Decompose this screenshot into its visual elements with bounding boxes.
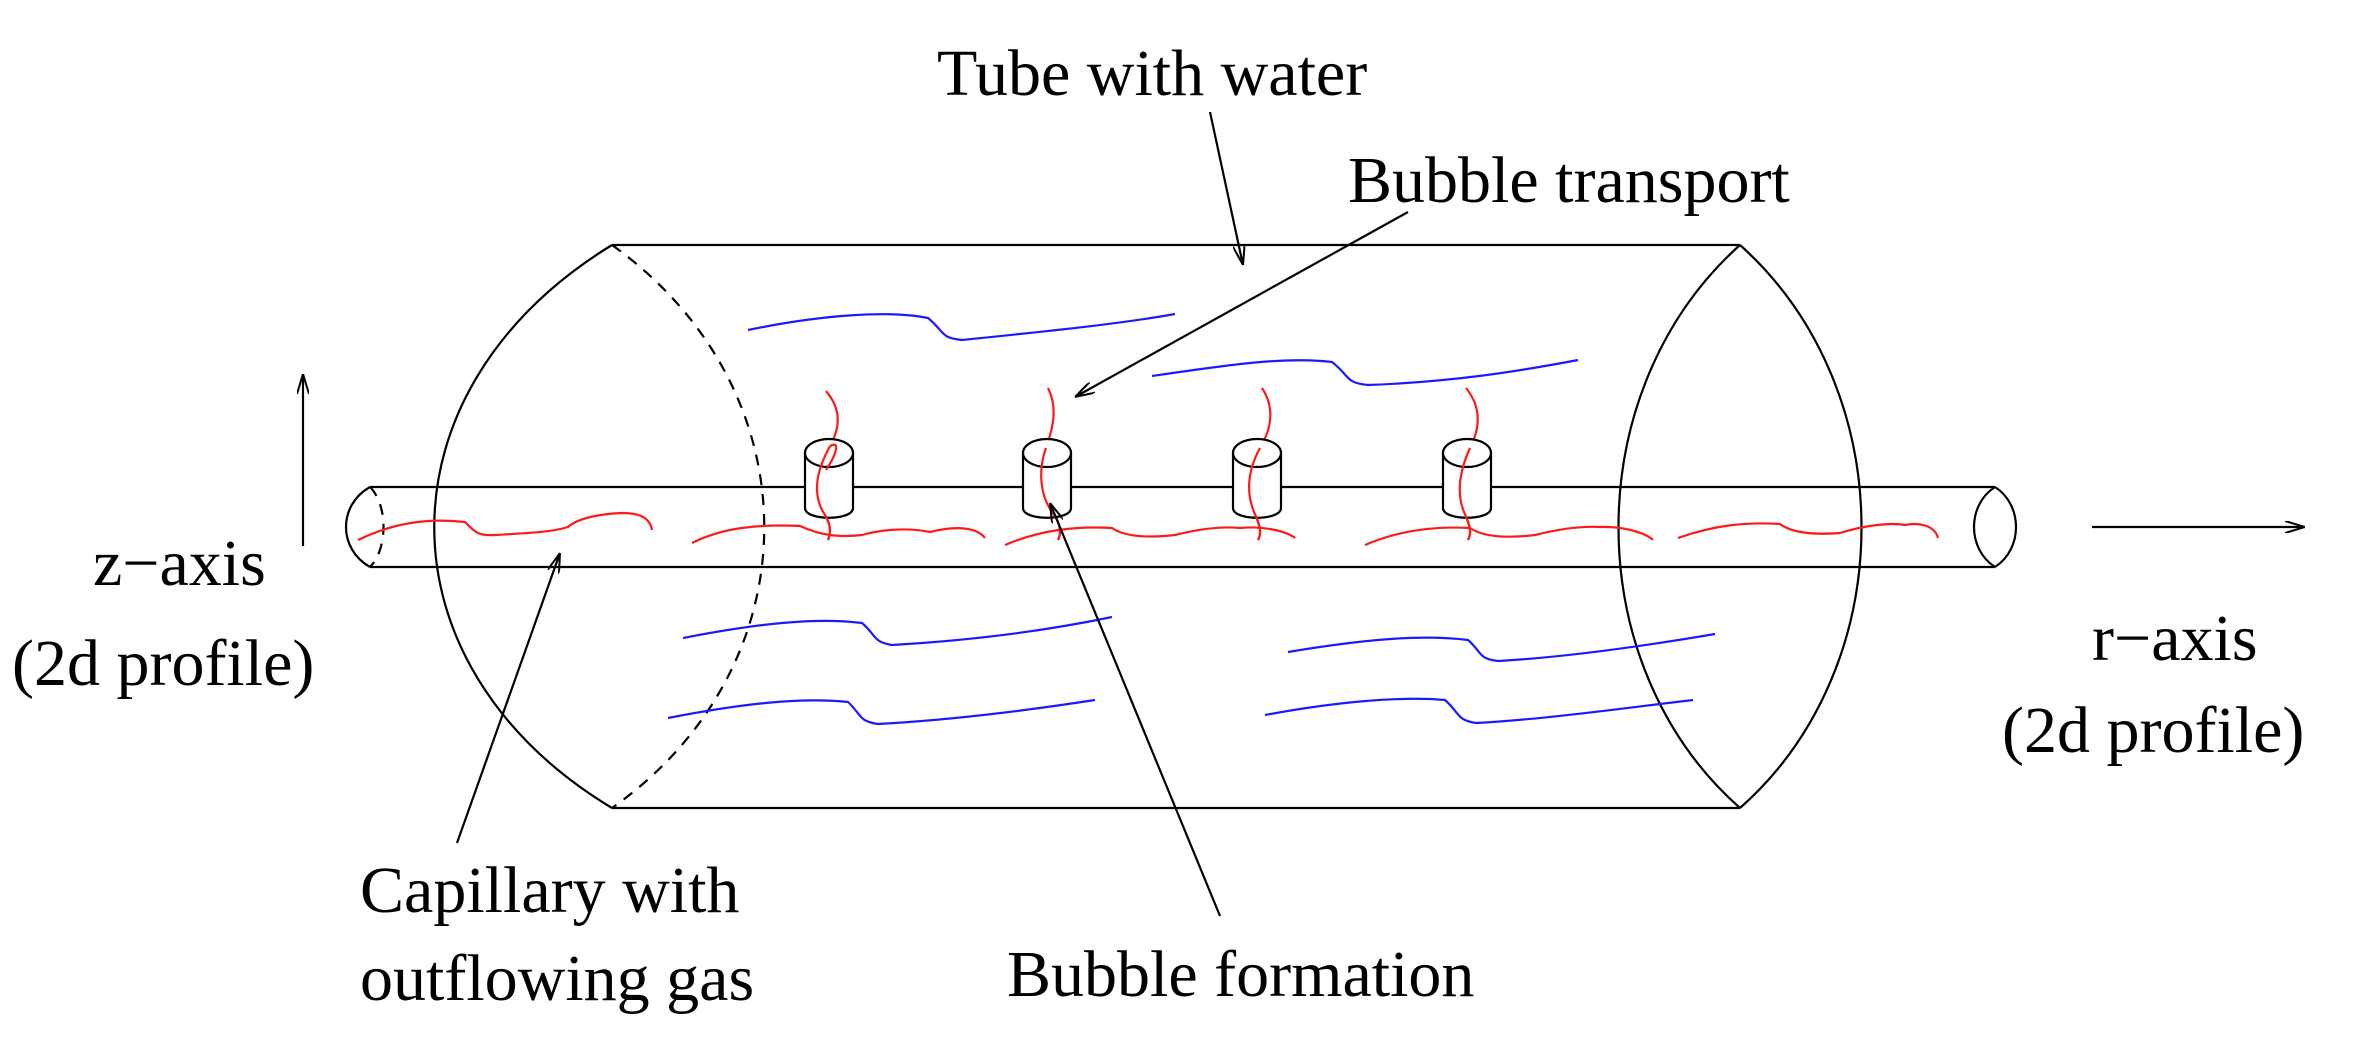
- nozzle-top: [803, 437, 855, 469]
- bubble-formation-pointer: [1050, 503, 1222, 917]
- tube-left-end-back: [611, 244, 766, 809]
- water-streamline: [747, 312, 1176, 342]
- tube-with-water-pointer: [1208, 111, 1243, 265]
- capillary-right-end-front: [1973, 486, 1996, 568]
- gas-streamline: [1364, 525, 1654, 547]
- nozzle-2: [1021, 387, 1073, 541]
- water-streamline: [682, 615, 1113, 647]
- outer-tube: [433, 243, 1863, 810]
- bubble-stream-over: [825, 443, 838, 471]
- water-streamline: [1287, 632, 1716, 663]
- z-axis-sublabel: (2d profile): [12, 627, 314, 700]
- nozzle-top: [1021, 437, 1073, 469]
- bubble-formation-label: Bubble formation: [1007, 938, 1474, 1011]
- r-axis-label: r−axis: [2092, 602, 2258, 675]
- gas-flow-lines: [357, 511, 1940, 547]
- water-streamline: [1264, 697, 1694, 725]
- bubble-transport-label: Bubble transport: [1348, 144, 1790, 217]
- tube-left-end-front: [433, 244, 613, 809]
- bubble-transport-pointer: [1075, 211, 1409, 397]
- tube-with-water-label: Tube with water: [937, 37, 1367, 110]
- nozzle-body: [803, 451, 855, 519]
- capillary-left-end-front: [345, 486, 371, 568]
- gas-streamline: [691, 524, 986, 544]
- capillary-label-line2: outflowing gas: [360, 942, 754, 1015]
- capillary-pointer: [455, 553, 560, 844]
- capillary: [345, 485, 2017, 569]
- gas-streamline: [1004, 526, 1296, 547]
- capillary-left-end-back: [369, 486, 385, 568]
- capillary-label-line1: Capillary with: [360, 854, 739, 927]
- nozzle-1: [803, 390, 855, 541]
- r-axis-sublabel: (2d profile): [2002, 694, 2304, 767]
- nozzle-body: [1441, 451, 1493, 519]
- gas-streamline: [1677, 522, 1940, 540]
- nozzle-4: [1441, 387, 1493, 541]
- nozzle-body: [1231, 451, 1283, 519]
- capillary-right-end-back: [1994, 486, 2017, 568]
- bubble-stream-front: [1248, 447, 1262, 541]
- z-axis-label: z−axis: [93, 527, 266, 600]
- gas-streamline: [357, 511, 654, 541]
- tube-right-end-back: [1739, 244, 1863, 809]
- water-streamline: [667, 698, 1096, 726]
- bubble-stream-front: [815, 445, 832, 541]
- bubble-stream-front: [1458, 447, 1472, 541]
- bubble-streams-front: [815, 445, 1472, 541]
- water-flow-lines: [667, 312, 1716, 726]
- water-streamline: [1151, 358, 1579, 387]
